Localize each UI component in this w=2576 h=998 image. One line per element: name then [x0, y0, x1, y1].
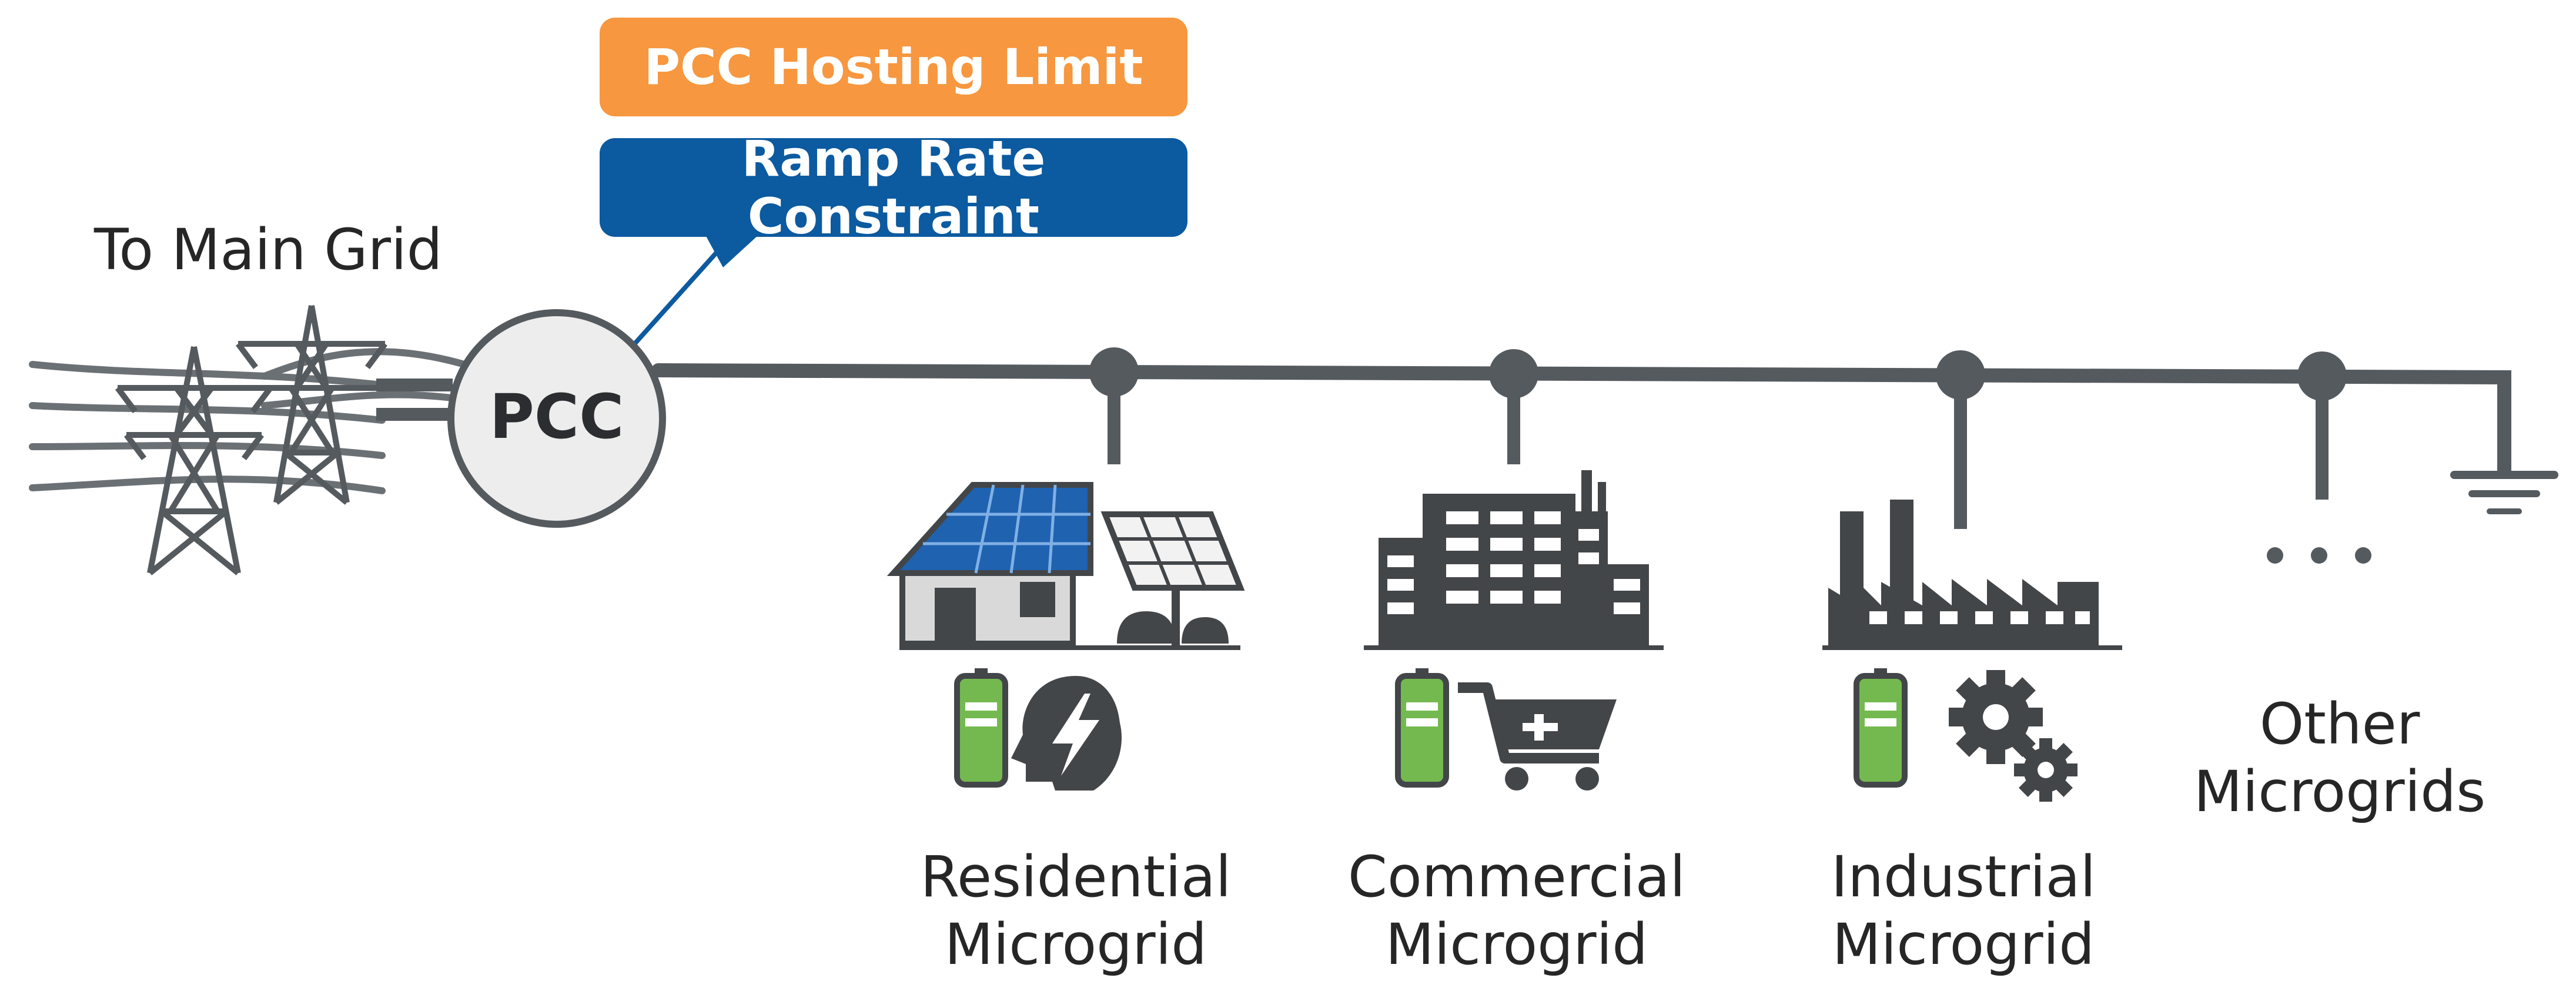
commercial-line1: Commercial	[1347, 844, 1686, 910]
ramp-rate-constraint-text: Ramp Rate Constraint	[741, 130, 1046, 245]
other-line2: Microgrids	[2193, 759, 2486, 825]
pcc-hosting-limit-text: PCC Hosting Limit	[644, 38, 1143, 96]
residential-house-icon	[886, 482, 1093, 647]
commercial-building-icon	[1379, 470, 1649, 647]
residential-microgrid-label: Residential Microgrid	[899, 843, 1252, 979]
industrial-line2: Microgrid	[1832, 912, 2095, 978]
ground-icon	[2450, 471, 2558, 514]
residential-line1: Residential	[920, 844, 1232, 910]
industrial-microgrid-label: Industrial Microgrid	[1787, 843, 2140, 979]
pcc-label: PCC	[490, 381, 624, 453]
pcc-node	[447, 309, 666, 528]
pcc-feed-lines	[376, 379, 453, 421]
ramp-rate-constraint-badge: Ramp Rate Constraint	[600, 130, 1187, 245]
shopping-cart-icon	[1458, 682, 1617, 791]
smart-meter-icon	[1395, 668, 1449, 788]
solar-panel-icon	[1100, 511, 1245, 647]
residential-line2: Microgrid	[944, 912, 1207, 978]
ellipsis-icon	[2267, 547, 2371, 564]
callout-pointer	[705, 235, 758, 267]
smart-meter-icon	[1854, 668, 1908, 788]
lightning-bolt-icon	[1011, 676, 1122, 791]
industrial-factory-icon	[1828, 500, 2099, 647]
smart-meter-icon	[954, 668, 1008, 788]
commercial-line2: Microgrid	[1385, 912, 1648, 978]
power-lines	[29, 348, 468, 494]
gears-icon	[1949, 670, 2077, 802]
commercial-microgrid-label: Commercial Microgrid	[1340, 843, 1693, 979]
pcc-hosting-limit-badge: PCC Hosting Limit	[600, 18, 1187, 116]
other-microgrids-label: Other Microgrids	[2163, 691, 2516, 826]
transmission-tower-icon	[115, 305, 387, 575]
main-grid-label: To Main Grid	[94, 217, 443, 283]
main-bus	[651, 363, 2511, 477]
industrial-line1: Industrial	[1831, 844, 2096, 910]
other-line1: Other	[2259, 691, 2420, 757]
bus-taps	[1089, 347, 2347, 529]
